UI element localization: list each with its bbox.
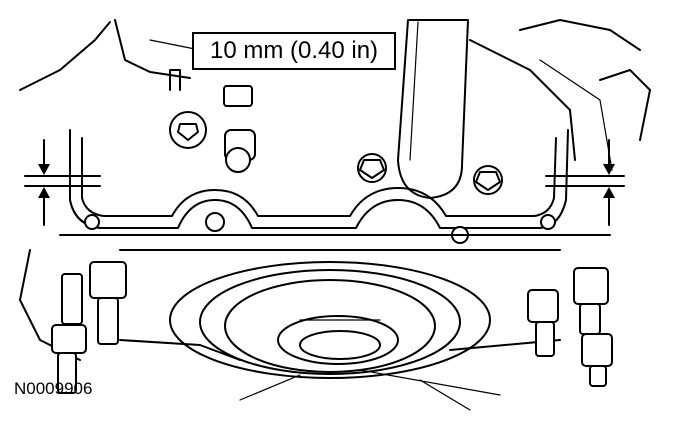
measurement-callout: 10 mm (0.40 in) (192, 32, 396, 70)
engine-block-outline (19, 19, 651, 361)
left-measurement-arrows (24, 139, 101, 226)
right-studs (527, 267, 613, 387)
oil-tube (397, 19, 469, 199)
cover-bolts (169, 69, 503, 195)
front-cover-flange (59, 129, 611, 251)
crankshaft-seal (119, 261, 561, 411)
figure-id-label: N0009906 (14, 379, 93, 398)
left-studs (51, 261, 127, 394)
measurement-label: 10 mm (0.40 in) (209, 37, 379, 64)
right-measurement-arrows (545, 139, 625, 226)
